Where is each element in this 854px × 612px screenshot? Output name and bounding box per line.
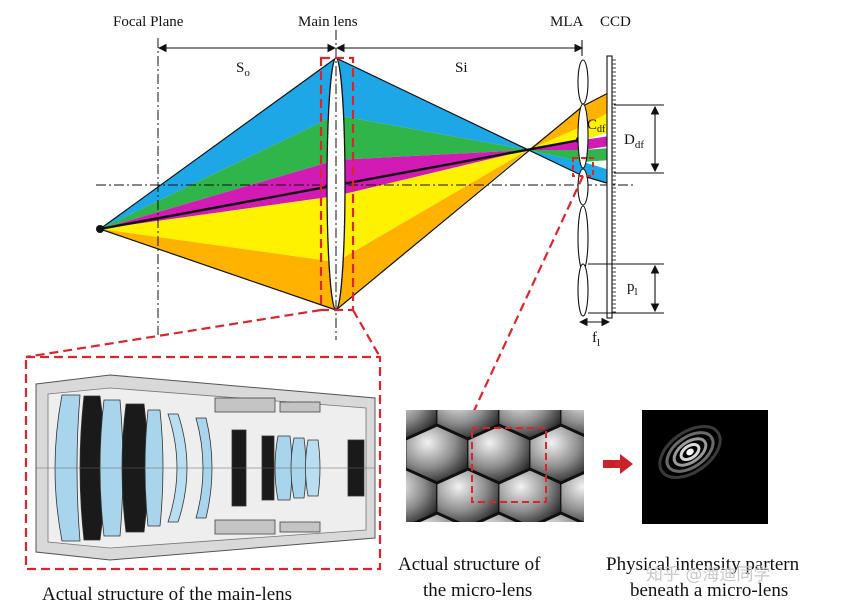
mla-label: MLA	[550, 14, 584, 30]
image-side-ray-cones	[336, 58, 610, 310]
micro-lens-leader-line	[465, 175, 584, 429]
image-cone-green	[336, 115, 528, 160]
si-label: Si	[455, 60, 468, 76]
ddf-label: Ddf	[624, 132, 644, 151]
mla-ccd-orange	[583, 92, 610, 126]
watermark-text: 知乎 @海迪同学	[646, 565, 770, 585]
ccd-sensor	[606, 55, 616, 319]
so-label: So	[236, 60, 250, 79]
main-lens-structure-caption: Actual structure of the main-lens	[42, 584, 292, 605]
ray-cone-yellow	[100, 196, 336, 262]
right-arrow-icon	[603, 454, 633, 474]
mla-ccd-yellow	[583, 112, 610, 140]
intensity-caption-line2: beneath a micro-lens	[630, 580, 788, 601]
ccd-label: CCD	[600, 14, 631, 30]
main-lens-label: Main lens	[298, 14, 358, 30]
pl-label: pl	[627, 279, 638, 298]
cdf-label: Cdf	[587, 117, 606, 135]
ray-cone-green	[100, 115, 336, 229]
object-point	[96, 225, 104, 233]
object-side-ray-cones	[100, 58, 336, 310]
focal-plane-label: Focal Plane	[113, 14, 184, 30]
main-lens-highlight-box	[319, 56, 355, 312]
mla-ccd-magenta	[583, 136, 610, 150]
microlens-array	[577, 59, 589, 317]
ddf-dimension	[614, 104, 664, 174]
micro-lens-caption-line1: Actual structure of	[398, 554, 541, 575]
fl-label: fl	[592, 330, 600, 349]
main-lens-structure-illustration	[24, 355, 382, 571]
diverge-yellow	[528, 126, 583, 150]
intensity-pattern-image	[642, 410, 768, 524]
micro-lens-caption-line2: the micro-lens	[423, 580, 532, 601]
micro-lens-cell-highlight	[471, 427, 547, 503]
distance-arrows	[157, 40, 584, 56]
mla-ccd-blue	[583, 162, 610, 184]
pl-dimension	[588, 263, 664, 314]
micro-lens-structure-image	[406, 410, 584, 522]
ray-cone-magenta	[100, 160, 336, 229]
intensity-caption-line1: Physical intensity partern	[606, 554, 800, 575]
main-lens-leader-lines	[25, 308, 381, 359]
